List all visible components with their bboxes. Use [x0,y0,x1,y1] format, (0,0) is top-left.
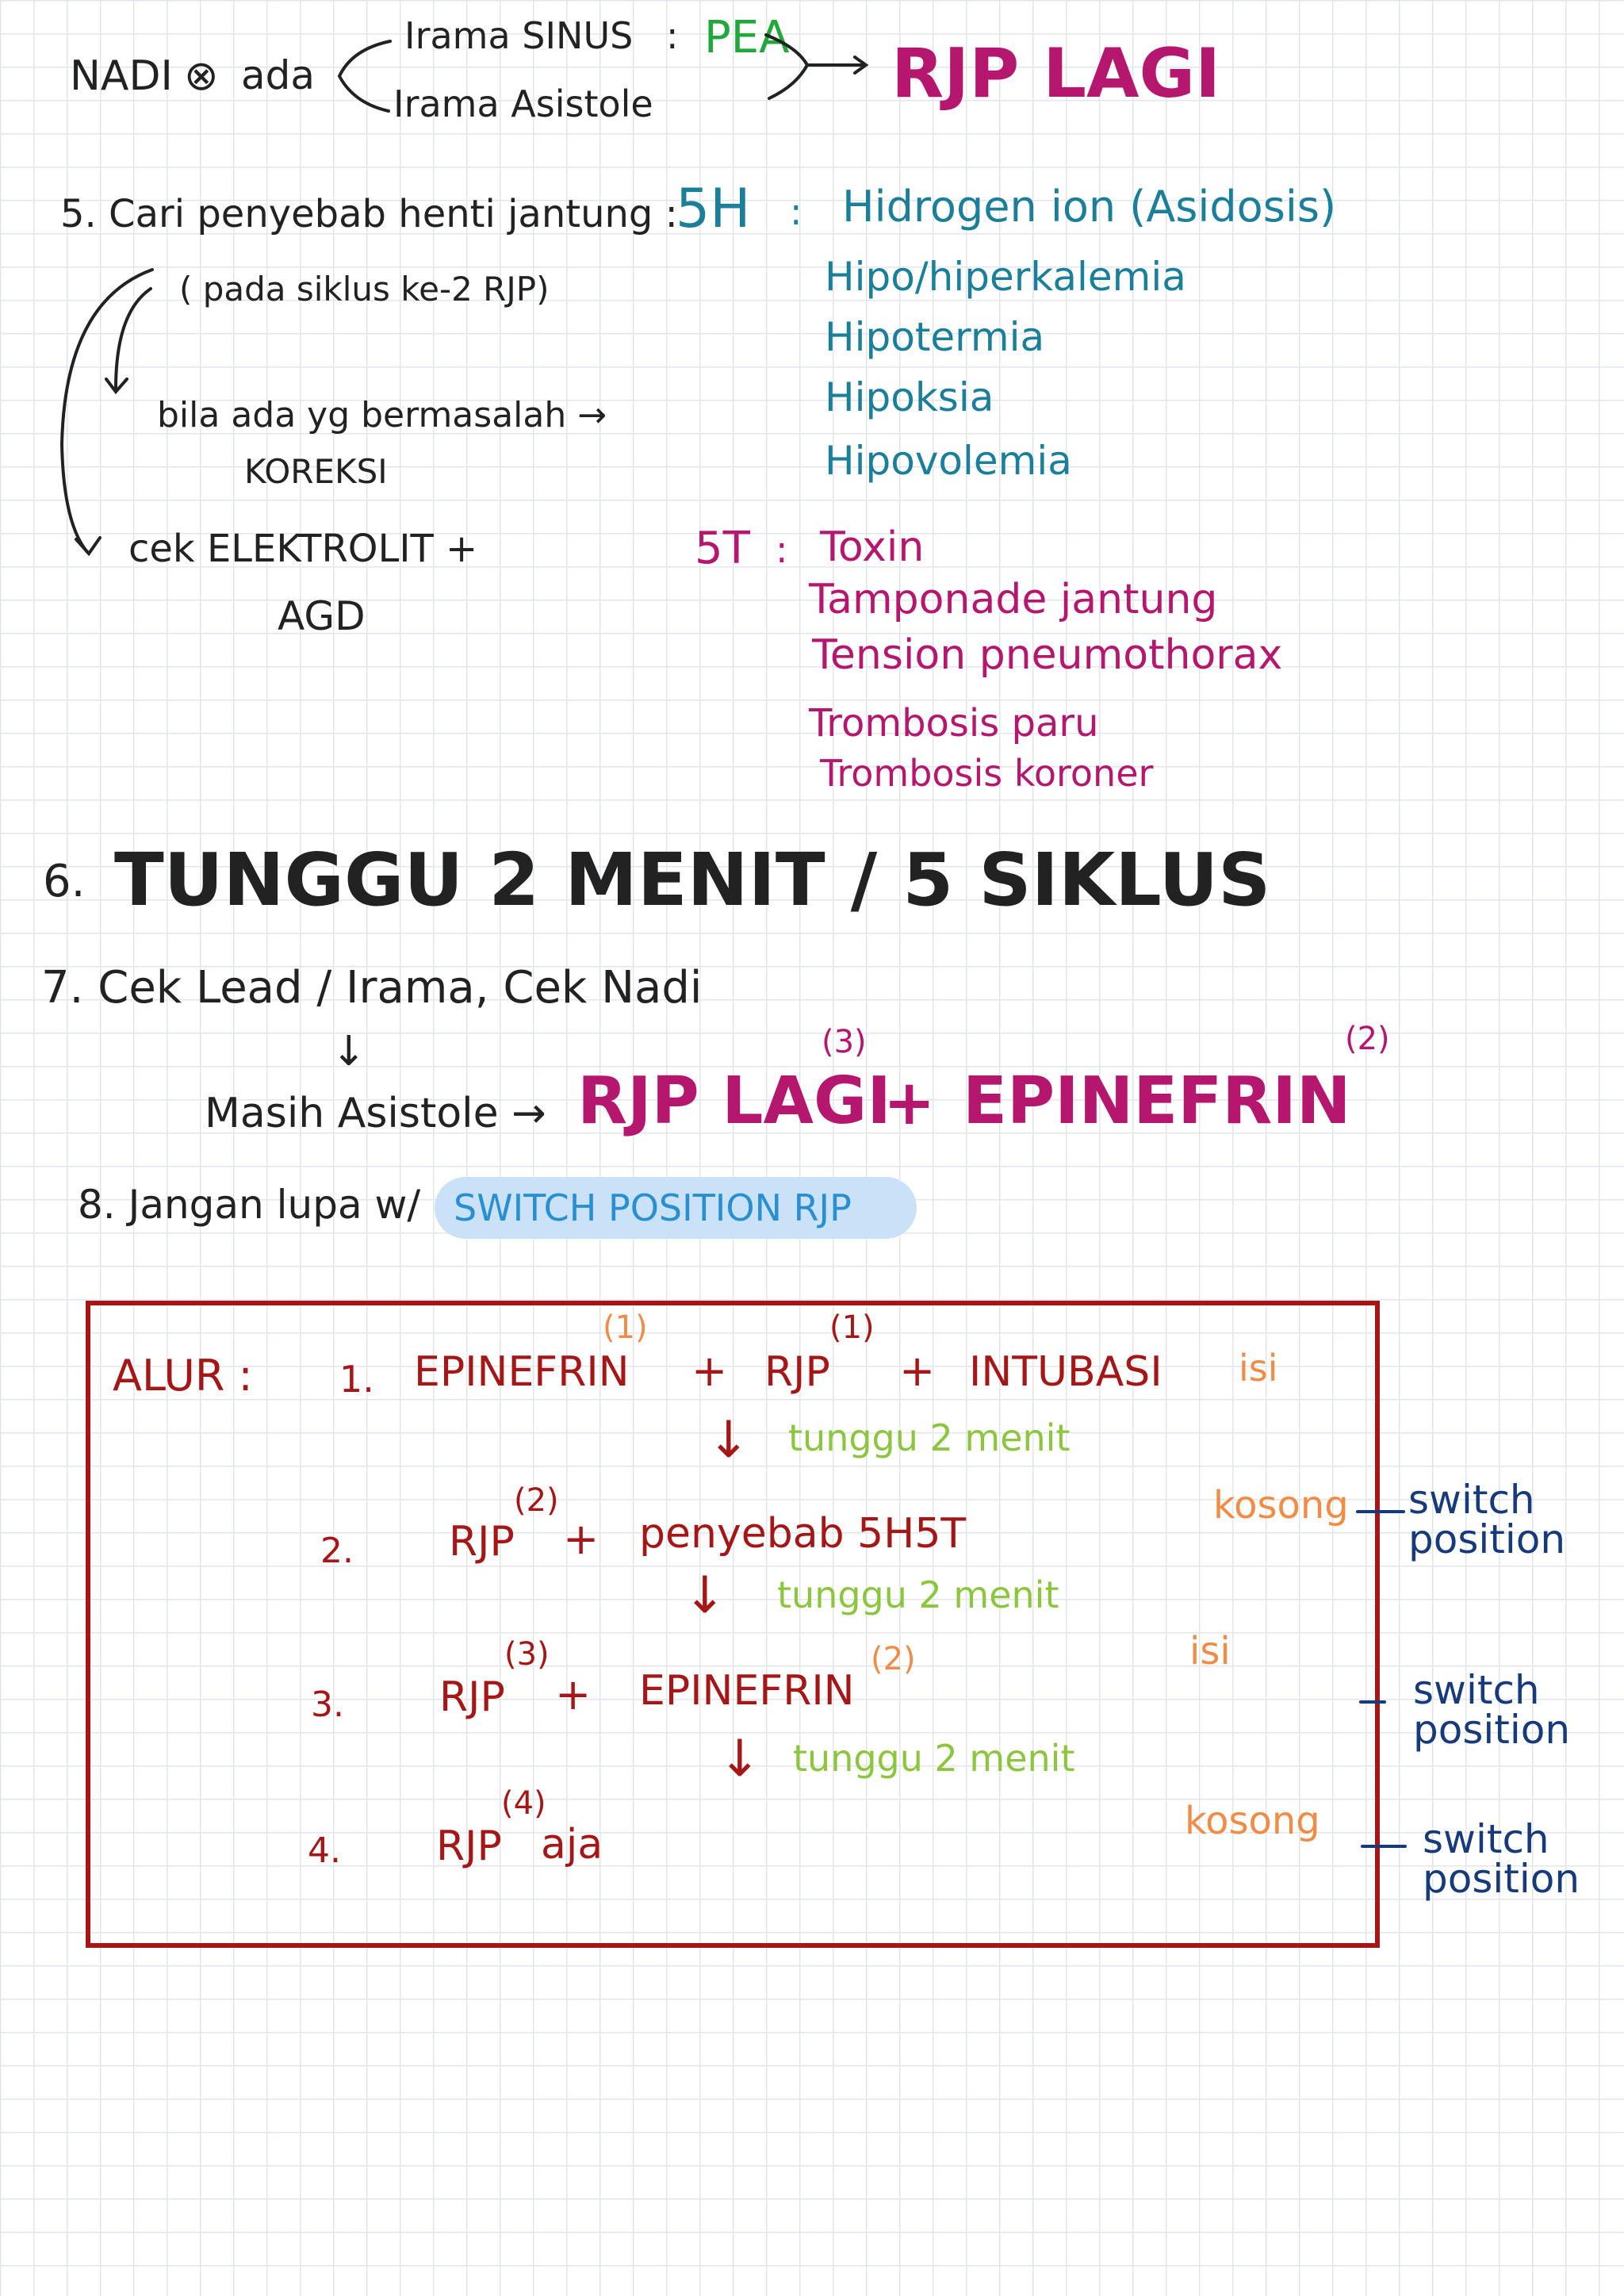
nadi-label: NADI [70,52,173,100]
step6-text: TUNGGU 2 MENIT / 5 SIKLUS [114,838,1271,922]
curve-arrow-outer-head [75,536,102,557]
row4-state: kosong [1185,1799,1320,1843]
bracket-left [337,40,392,113]
curve-arrow-inner [114,287,152,390]
x-symbol: ⊗ [184,52,219,100]
h-item-1: Hidrogen ion (Asidosis) [842,182,1337,232]
row1-rjp: RJP [764,1348,830,1396]
row3-rjp-sup: (3) [504,1636,550,1673]
curve-arrow-inner-head [105,378,128,395]
note-cycle: ( pada siklus ke-2 RJP) [179,270,550,309]
plus-sign: + [883,1068,936,1139]
row1-plus-2: + [899,1346,936,1396]
row1-epinefrin-sup: (1) [603,1309,648,1346]
row1-rjp-sup: (1) [829,1309,875,1346]
step5-title: 5. Cari penyebab henti jantung : [60,192,678,236]
note-correct: KOREKSI [244,452,388,491]
t-item-4: Trombosis paru [809,701,1099,746]
masih-asistole: Masih Asistole → [205,1090,546,1137]
row4-num: 4. [308,1830,341,1871]
alur-box [86,1301,1380,1948]
row2-rjp: RJP [449,1518,515,1566]
row3-num: 3. [311,1685,344,1725]
bracket-right [764,33,810,100]
row4-aja: aja [541,1821,603,1869]
wait1-text: tunggu 2 menit [788,1416,1071,1459]
row4-rjp-sup: (4) [501,1785,546,1822]
rjp-lagi-sup: (3) [822,1024,867,1060]
rjp-lagi-heading: RJP LAGI [891,34,1221,113]
row2-switch: switch position [1408,1477,1566,1562]
row1-intubasi: INTUBASI [969,1348,1162,1396]
note-check: cek ELEKTROLIT + [128,527,478,571]
row1-num: 1. [339,1358,374,1401]
five-h-colon: : [790,190,802,233]
ada-label: ada [241,52,316,98]
row3-epinefrin: EPINEFRIN [639,1667,855,1715]
note-problem: bila ada yg bermasalah → [157,395,607,435]
h-item-3: Hipotermia [825,314,1045,360]
t-item-2: Tamponade jantung [809,576,1218,623]
five-t-label: 5T [695,523,750,574]
wait2-arrow: ↓ [684,1566,726,1625]
irama-asistole: Irama Asistole [393,82,653,125]
curve-arrow-outer [59,268,154,554]
row2-state: kosong [1213,1483,1349,1527]
arrow-to-rjp-head [853,56,869,75]
five-h-label: 5H [676,178,751,240]
epinefrin-sup: (2) [1345,1021,1390,1057]
epinefrin-step7: EPINEFRIN [963,1064,1351,1139]
row1-epinefrin: EPINEFRIN [414,1348,630,1396]
alur-label: ALUR : [113,1351,253,1401]
irama-sinus: Irama SINUS [404,14,634,57]
wait2-text: tunggu 2 menit [777,1573,1059,1616]
h-item-5: Hipovolemia [825,438,1072,484]
step7-text: 7. Cek Lead / Irama, Cek Nadi [41,962,703,1014]
highlight-bubble [435,1177,917,1239]
rjp-lagi-step7: RJP LAGI [577,1064,891,1139]
colon: : [666,14,679,57]
step7-down-arrow: ↓ [331,1028,366,1075]
row4-switch: switch position [1423,1816,1580,1902]
switch-position-highlight: SWITCH POSITION RJP [454,1186,852,1229]
row3-switch: switch position [1413,1667,1571,1753]
t-item-3: Tension pneumothorax [812,631,1283,679]
row3-epinefrin-sup: (2) [871,1641,916,1677]
row2-plus: + [563,1514,599,1564]
row4-rjp: RJP [436,1823,502,1870]
row3-rjp: RJP [439,1673,505,1721]
row1-state: isi [1239,1347,1278,1389]
row3-state: isi [1189,1629,1231,1673]
wait1-arrow: ↓ [707,1411,750,1470]
step8-text: 8. Jangan lupa w/ [78,1182,421,1228]
row2-penyebab: penyebab 5H5T [639,1510,967,1558]
row2-num: 2. [320,1531,354,1571]
step6-number: 6. [43,856,86,907]
five-t-colon: : [776,528,788,571]
note-agd: AGD [278,593,366,639]
row3-plus: + [555,1669,592,1719]
t-item-5: Trombosis koroner [820,752,1154,795]
wait3-text: tunggu 2 menit [793,1737,1075,1780]
t-item-1: Toxin [820,523,925,571]
h-item-2: Hipo/hiperkalemia [825,254,1186,300]
row2-rjp-sup: (2) [514,1482,559,1519]
wait3-arrow: ↓ [718,1730,761,1788]
h-item-4: Hipoksia [825,374,994,420]
row1-plus-1: + [691,1346,728,1396]
